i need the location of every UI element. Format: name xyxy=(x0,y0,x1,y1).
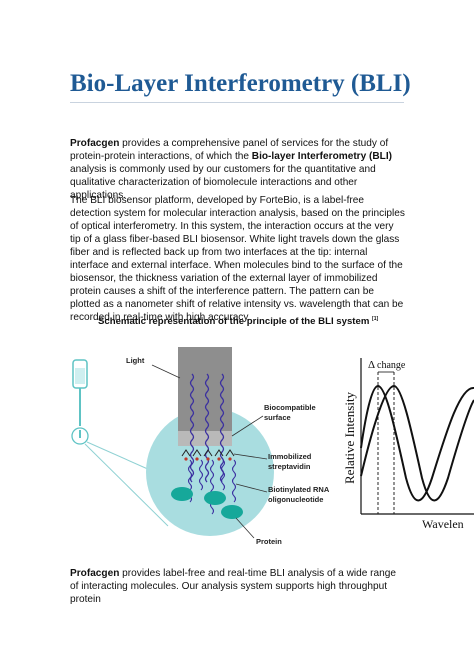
label-surface-1: Biocompatible xyxy=(264,403,316,412)
intro-text-1: provides a comprehensive panel of servic… xyxy=(70,138,389,162)
platform-paragraph: The BLI biosensor platform, developed by… xyxy=(70,195,405,323)
protein-pointer xyxy=(235,517,255,539)
streptavidin-molecule xyxy=(192,449,202,457)
company-name-2: Profacgen xyxy=(70,568,120,579)
zoom-line-bottom xyxy=(84,443,169,527)
biotin-dot xyxy=(228,457,232,461)
protein-blob xyxy=(171,487,193,501)
figure-caption: Schematic representation of the principl… xyxy=(98,316,398,327)
protein-blob xyxy=(204,491,226,505)
biocompatible-layer xyxy=(178,431,232,446)
intro-text-2: analysis is commonly used by our custome… xyxy=(70,164,376,201)
biosensor-probe-icon xyxy=(71,359,89,445)
streptavidin-pointer xyxy=(233,453,268,460)
label-rna-2: oligonucleotide xyxy=(268,495,323,504)
graph-delta-symbol: Δ xyxy=(368,359,375,371)
proteins xyxy=(171,487,243,519)
protein-blob xyxy=(221,505,243,519)
label-streptavidin-1: Immobilized xyxy=(268,452,312,461)
page-title: Bio-Layer Interferometry (BLI) xyxy=(70,70,411,97)
biotin-dot xyxy=(206,457,210,461)
company-name: Profacgen xyxy=(70,138,120,149)
biotin-dot xyxy=(184,457,188,461)
label-light: Light xyxy=(126,356,145,365)
bli-term: Bio-layer Interferometry (BLI) xyxy=(251,151,393,162)
label-surface-2: surface xyxy=(264,413,291,422)
light-wave-2 xyxy=(204,373,210,483)
rna-strand xyxy=(209,459,215,515)
streptavidin-molecule xyxy=(181,449,191,457)
label-protein: Protein xyxy=(256,537,282,546)
services-text: provides label-free and real-time BLI an… xyxy=(70,568,396,605)
interference-graph: Δ change Relative Intensity Wavelen xyxy=(342,358,474,531)
rna-strand xyxy=(220,459,226,491)
probe-tip-highlight xyxy=(71,427,89,445)
biotin-dots xyxy=(184,457,232,461)
biotin-dot xyxy=(217,457,221,461)
caption-text: Schematic representation of the principl… xyxy=(98,316,370,328)
graph-x-label: Wavelen xyxy=(422,517,464,531)
streptavidin-molecule xyxy=(203,449,213,457)
services-paragraph: Profacgen provides label-free and real-t… xyxy=(70,567,406,606)
intro-paragraph: Profacgen provides a comprehensive panel… xyxy=(70,137,406,202)
rna-strand xyxy=(231,459,237,503)
interference-curve-1 xyxy=(360,384,474,502)
light-wave-3 xyxy=(219,373,225,483)
graph-change-label: change xyxy=(377,360,406,371)
streptavidin-molecules xyxy=(181,449,235,457)
sensor-fiber-block xyxy=(178,347,232,446)
light-pointer xyxy=(151,364,181,379)
graph-y-label: Relative Intensity xyxy=(342,391,357,484)
streptavidin-molecule xyxy=(225,449,235,457)
rna-pointer xyxy=(235,483,268,493)
label-rna-1: Biotinylated RNA xyxy=(268,485,330,494)
zoom-line-top xyxy=(86,441,151,471)
title-divider xyxy=(70,102,404,103)
biotin-dot xyxy=(195,457,199,461)
probe-window xyxy=(75,368,85,384)
streptavidin-molecule xyxy=(214,449,224,457)
label-pointers xyxy=(151,364,268,539)
interference-curve-2 xyxy=(360,384,474,502)
label-streptavidin-2: streptavidin xyxy=(268,462,311,471)
rna-strand xyxy=(198,459,204,491)
light-wave-1 xyxy=(189,373,195,483)
surface-pointer xyxy=(231,415,264,437)
bli-schematic-figure: Light Biocompatible surface Immobilized … xyxy=(60,338,474,550)
caption-reference: [1] xyxy=(372,316,379,322)
bli-schematic-svg: Light Biocompatible surface Immobilized … xyxy=(71,347,474,546)
